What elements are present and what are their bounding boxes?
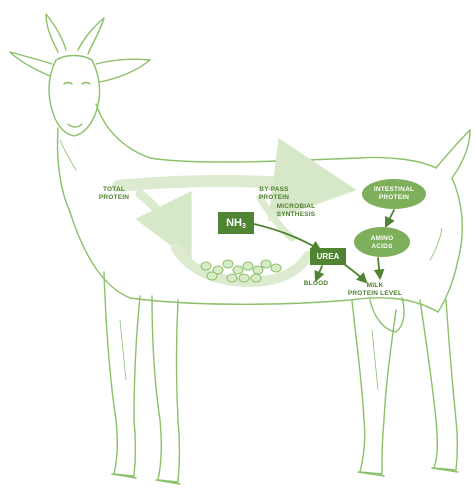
nh3-label: NH <box>226 217 242 229</box>
arrow-urea-to-milk <box>344 264 366 282</box>
blood-label: BLOOD <box>298 280 334 288</box>
urea-box: UREA <box>310 248 346 265</box>
urea-label: UREA <box>317 252 340 261</box>
arrow-amino-to-milk <box>378 258 380 278</box>
total-protein-label: TOTAL PROTEIN <box>94 186 134 201</box>
amino-acids-label: AMINO ACIDS <box>360 235 404 250</box>
arrow-intestinal-to-amino <box>386 210 394 226</box>
bypass-protein-label: BY-PASS PROTEIN <box>254 186 294 201</box>
intestinal-protein-label: INTESTINAL PROTEIN <box>366 186 422 201</box>
arrow-urea-to-blood <box>316 266 322 280</box>
milk-protein-level-label: MILK PROTEIN LEVEL <box>340 282 410 297</box>
microbial-synthesis-label: MICROBIAL SYNTHESIS <box>268 203 324 218</box>
nh3-subscript: 3 <box>242 223 246 230</box>
